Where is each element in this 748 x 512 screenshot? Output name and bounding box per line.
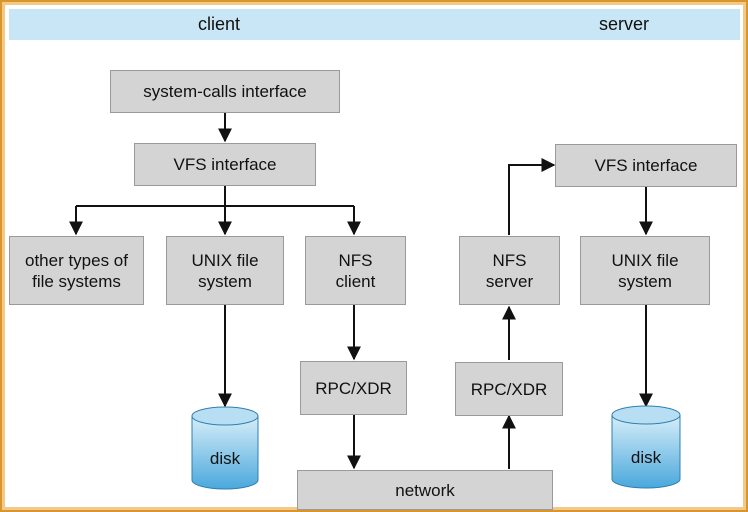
server-unix-file-system-box: UNIX file system bbox=[580, 236, 710, 305]
client-rpc-xdr-box: RPC/XDR bbox=[300, 361, 407, 415]
client-vfs-interface-box: VFS interface bbox=[134, 143, 316, 186]
client-disk-label: disk bbox=[210, 449, 241, 468]
client-unix-file-system-box: UNIX file system bbox=[166, 236, 284, 305]
server-disk: disk bbox=[611, 405, 681, 489]
network-box: network bbox=[297, 470, 553, 510]
arrow-nfs-server-to-vfs bbox=[508, 158, 556, 235]
header-band: client server bbox=[9, 9, 740, 40]
server-vfs-interface-box: VFS interface bbox=[555, 144, 737, 187]
server-label: server bbox=[598, 14, 649, 34]
server-disk-label: disk bbox=[631, 448, 662, 467]
client-disk: disk bbox=[191, 406, 259, 490]
system-calls-interface-box: system-calls interface bbox=[110, 70, 340, 113]
nfs-client-box: NFS client bbox=[305, 236, 406, 305]
nfs-server-box: NFS server bbox=[459, 236, 560, 305]
server-rpc-xdr-box: RPC/XDR bbox=[455, 362, 563, 416]
client-label: client bbox=[197, 14, 241, 34]
other-file-systems-box: other types of file systems bbox=[9, 236, 144, 305]
